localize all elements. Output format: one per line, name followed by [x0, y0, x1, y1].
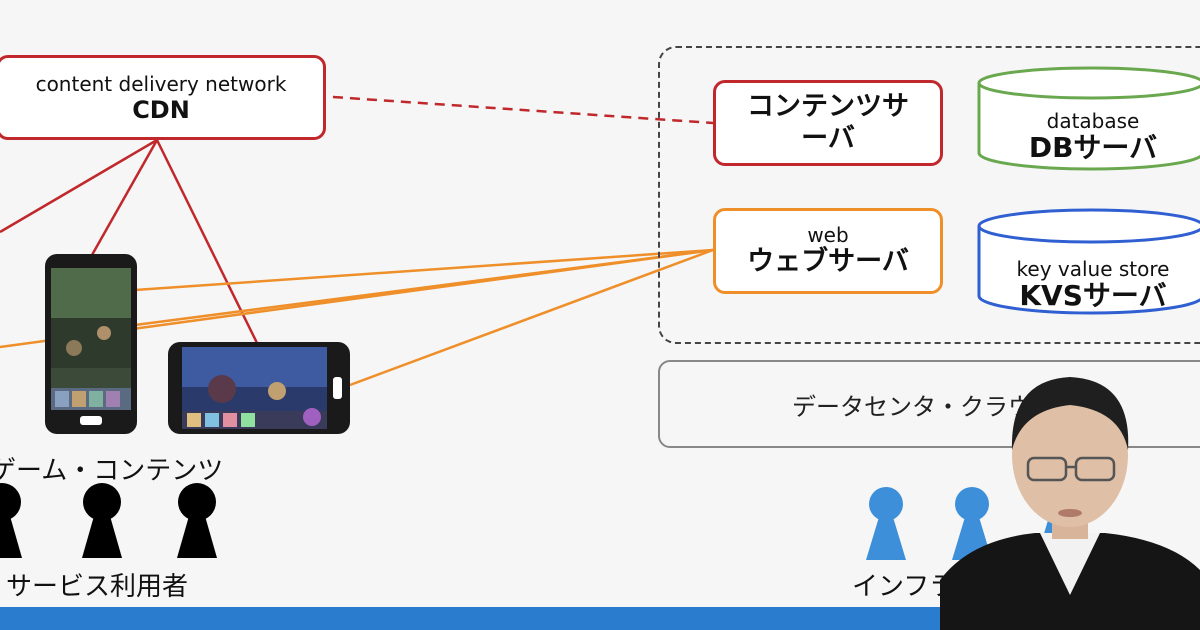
content-server-title-line2: ーバ — [801, 123, 855, 154]
kvs-cylinder-icon — [977, 208, 1200, 315]
web-server-subtitle: web — [807, 223, 849, 247]
person-icon — [82, 516, 122, 558]
kvs-server-title: KVSサーバ — [1019, 279, 1167, 312]
cdn-to-phone1-red-line — [90, 139, 159, 256]
web-to-phone2-orange-line — [349, 248, 714, 387]
person-icon — [178, 483, 216, 521]
cdn-to-left-red-line — [0, 138, 158, 234]
landscape-phone-game-icon — [168, 342, 350, 434]
person-icon — [177, 516, 217, 558]
db-server-subtitle: database — [1046, 109, 1140, 133]
person-icon — [955, 487, 989, 521]
person-icon — [0, 516, 22, 558]
kvs-server-label: key value store KVSサーバ — [983, 258, 1200, 312]
person-icon — [866, 517, 906, 560]
service-users-label: サービス利用者 — [6, 572, 189, 602]
web-to-phone1-mid-orange-line — [134, 248, 714, 327]
db-server-label: database DBサーバ — [983, 110, 1200, 164]
person-icon — [0, 483, 21, 521]
web-server-box: web ウェブサーバ — [713, 208, 943, 294]
datacenter-label: データセンタ・クラウ — [792, 392, 1032, 421]
content-server-box: コンテンツサ ーバ — [713, 80, 943, 166]
service-users-person-icons — [0, 483, 217, 558]
server-group-area — [658, 46, 1200, 344]
db-server-title: DBサーバ — [1028, 131, 1158, 164]
portrait-phone-game-icon — [45, 254, 137, 434]
content-server-title-line1: コンテンツサ — [747, 91, 909, 122]
web-to-phone1-orange-line — [134, 248, 714, 292]
presenter-webcam-overlay — [940, 377, 1200, 630]
person-icon — [869, 487, 903, 521]
cdn-subtitle: content delivery network — [35, 71, 287, 96]
cdn-title: CDN — [132, 95, 190, 124]
bottom-accent-bar — [0, 607, 1200, 630]
game-contents-label: ゲーム・コンテンツ — [0, 456, 224, 486]
db-cylinder-icon — [977, 66, 1200, 171]
cdn-to-content-server-dashed-line — [332, 95, 714, 125]
cdn-box: content delivery network CDN — [0, 55, 326, 140]
person-icon — [83, 483, 121, 521]
kvs-server-subtitle: key value store — [1016, 257, 1170, 281]
web-server-title: ウェブサーバ — [747, 246, 909, 277]
infra-label: インフラ — [852, 572, 956, 602]
